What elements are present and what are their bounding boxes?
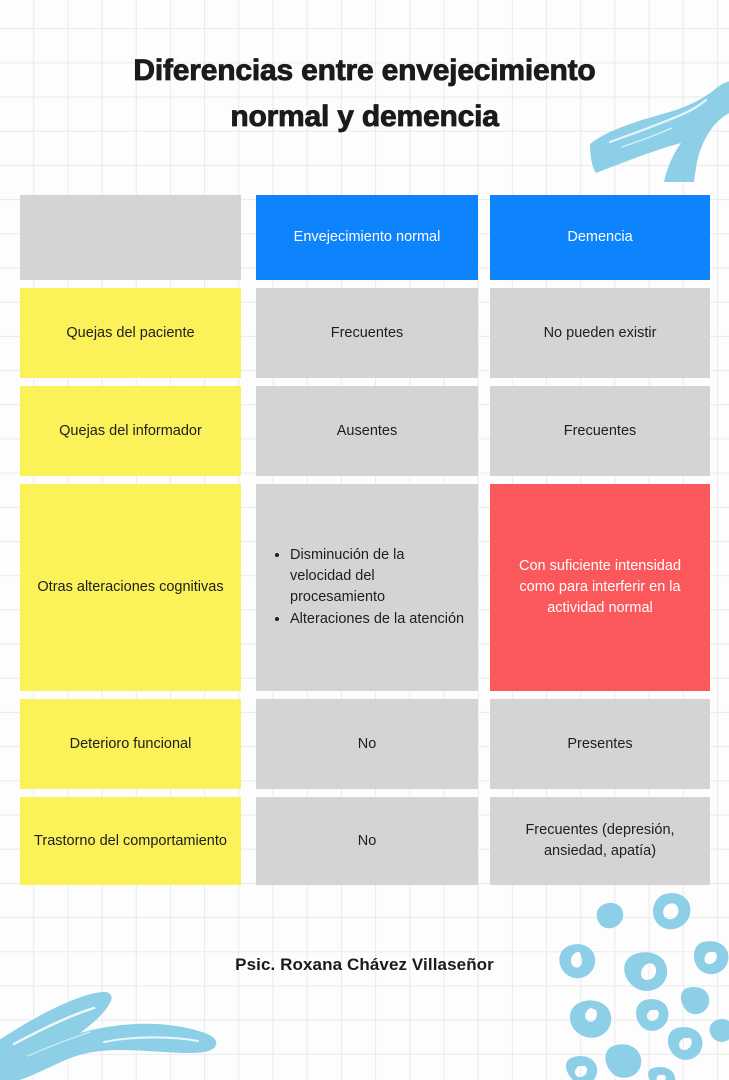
cell-normal-informant-complaints: Ausentes bbox=[256, 386, 478, 476]
cell-dementia-other-cognitive-alterations: Con suficiente intensidad como para inte… bbox=[490, 484, 710, 691]
cell-dementia-behavior-disorder: Frecuentes (depresión, ansiedad, apatía) bbox=[490, 797, 710, 885]
bullet-list: Disminución de la velocidad del procesam… bbox=[272, 545, 466, 631]
row-label-functional-decline: Deterioro funcional bbox=[20, 699, 241, 789]
row-label-patient-complaints: Quejas del paciente bbox=[20, 288, 241, 378]
table-header-row: Envejecimiento normal Demencia bbox=[20, 195, 710, 280]
cell-normal-patient-complaints: Frecuentes bbox=[256, 288, 478, 378]
cell-dementia-patient-complaints: No pueden existir bbox=[490, 288, 710, 378]
table-row: Trastorno del comportamiento No Frecuent… bbox=[20, 797, 710, 885]
cell-normal-other-cognitive-alterations: Disminución de la velocidad del procesam… bbox=[256, 484, 478, 691]
row-label-informant-complaints: Quejas del informador bbox=[20, 386, 241, 476]
cell-normal-behavior-disorder: No bbox=[256, 797, 478, 885]
cell-dementia-informant-complaints: Frecuentes bbox=[490, 386, 710, 476]
author-name: Psic. Roxana Chávez Villaseñor bbox=[235, 955, 494, 974]
row-label-behavior-disorder: Trastorno del comportamiento bbox=[20, 797, 241, 885]
cell-dementia-functional-decline: Presentes bbox=[490, 699, 710, 789]
row-label-other-cognitive-alterations: Otras alteraciones cognitivas bbox=[20, 484, 241, 691]
page-title: Diferencias entre envejecimiento normal … bbox=[0, 48, 729, 140]
table-row: Quejas del paciente Frecuentes No pueden… bbox=[20, 288, 710, 378]
header-cell-dementia: Demencia bbox=[490, 195, 710, 280]
comparison-table: Envejecimiento normal Demencia Quejas de… bbox=[20, 195, 710, 893]
bullet-item: Alteraciones de la atención bbox=[290, 609, 466, 630]
title-line-1: Diferencias entre envejecimiento bbox=[133, 54, 596, 88]
header-cell-normal-aging: Envejecimiento normal bbox=[256, 195, 478, 280]
table-row: Otras alteraciones cognitivas Disminució… bbox=[20, 484, 710, 691]
title-line-2: normal y demencia bbox=[230, 100, 499, 134]
header-cell-empty bbox=[20, 195, 241, 280]
bullet-item: Disminución de la velocidad del procesam… bbox=[290, 545, 466, 608]
table-row: Deterioro funcional No Presentes bbox=[20, 699, 710, 789]
cell-normal-functional-decline: No bbox=[256, 699, 478, 789]
table-row: Quejas del informador Ausentes Frecuente… bbox=[20, 386, 710, 476]
footer-credit: Psic. Roxana Chávez Villaseñor bbox=[0, 955, 729, 975]
